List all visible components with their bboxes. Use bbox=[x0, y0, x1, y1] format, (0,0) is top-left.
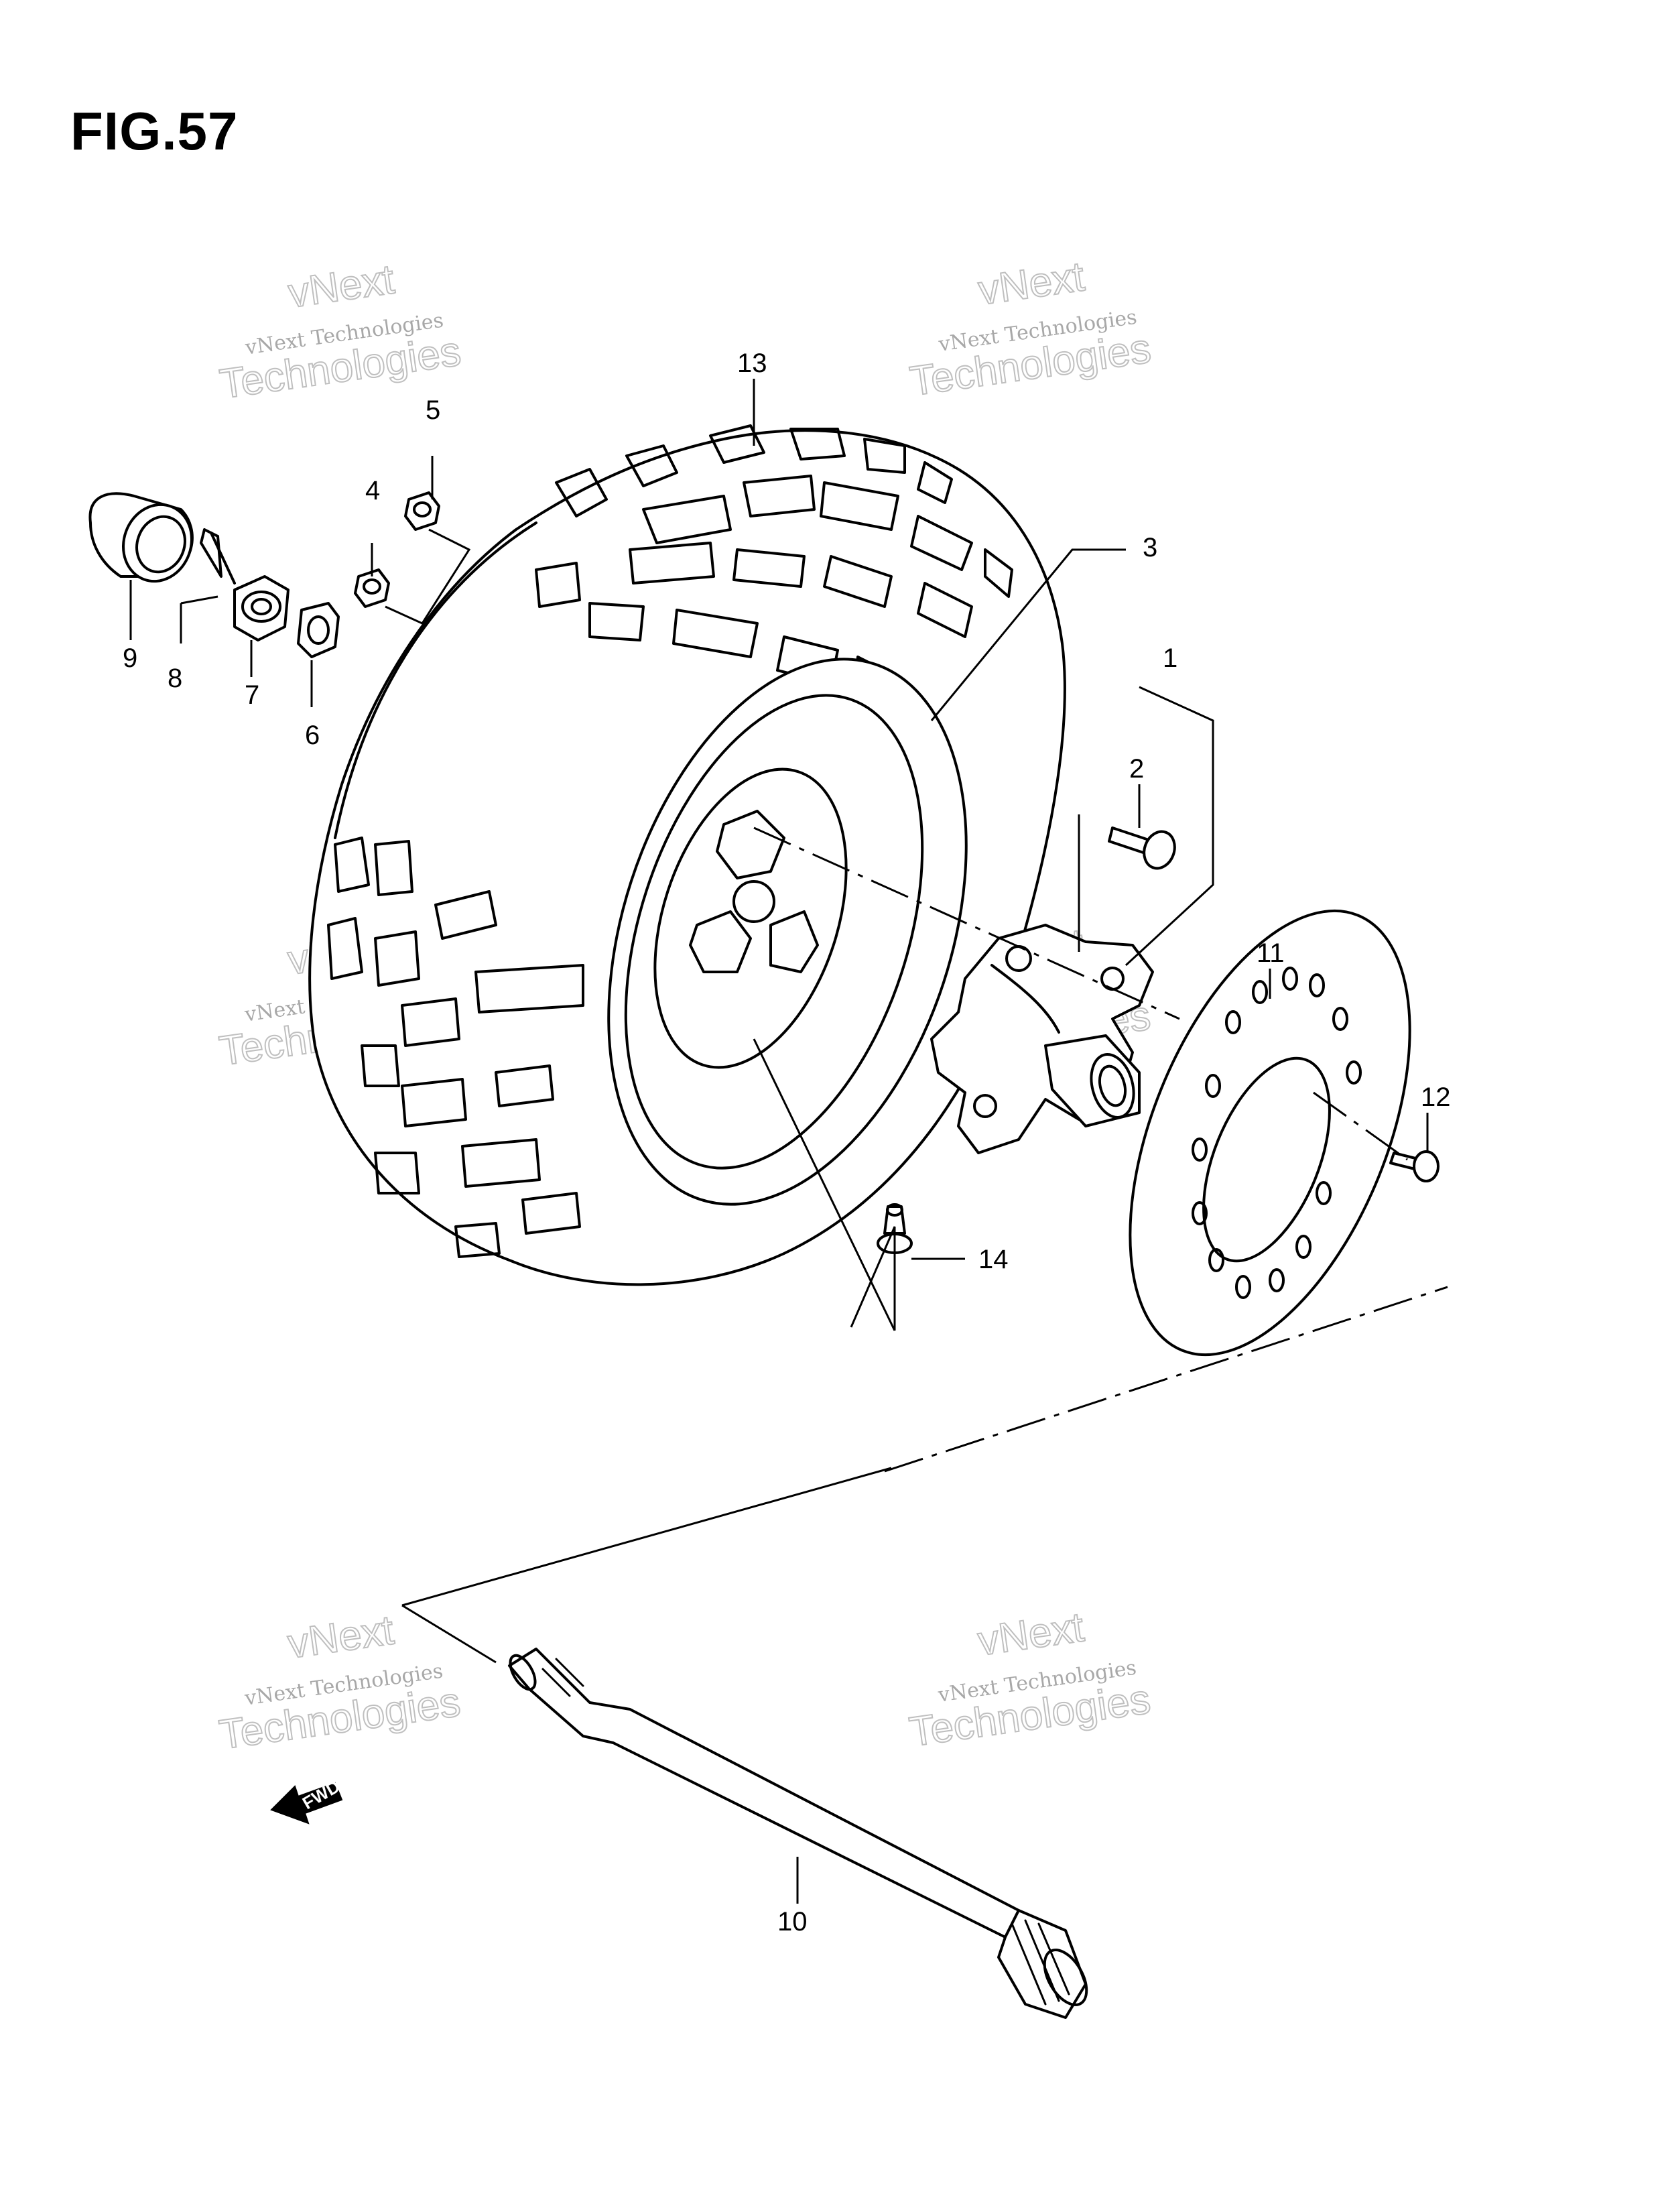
watermark: vNext Technologies Technologies vNext bbox=[216, 1606, 464, 1759]
disc-holes bbox=[1192, 967, 1362, 1299]
leader-lines bbox=[129, 379, 1448, 1904]
callout-8: 8 bbox=[168, 664, 182, 693]
wheel-rim bbox=[607, 658, 968, 1206]
svg-text:vNext: vNext bbox=[975, 1604, 1087, 1664]
callout-3: 3 bbox=[1143, 533, 1157, 562]
callout-7: 7 bbox=[245, 680, 259, 710]
tire bbox=[308, 424, 1066, 1286]
watermark: vNext Technologies Technologies vNext bbox=[216, 255, 464, 408]
watermark: vNext Technologies Technologies vNext bbox=[906, 1603, 1154, 1756]
callout-1: 1 bbox=[1163, 643, 1177, 673]
axle-shaft bbox=[508, 1648, 1088, 2019]
brake-disc bbox=[1129, 909, 1411, 1357]
hub-bolt bbox=[1108, 826, 1176, 870]
callout-14: 14 bbox=[978, 1245, 1009, 1274]
wheel-nut bbox=[354, 568, 390, 608]
disc-bolt bbox=[1389, 1150, 1440, 1182]
callout-12: 12 bbox=[1421, 1083, 1451, 1112]
svg-text:vNext: vNext bbox=[285, 1607, 397, 1667]
callout-4: 4 bbox=[365, 476, 380, 505]
castle-nut bbox=[233, 575, 290, 641]
washer bbox=[297, 602, 340, 658]
watermark: vNext Technologies Technologies vNext bbox=[907, 253, 1155, 406]
callout-10: 10 bbox=[777, 1907, 808, 1937]
callout-2: 2 bbox=[1129, 754, 1144, 784]
callout-5: 5 bbox=[426, 395, 440, 425]
callout-9: 9 bbox=[123, 643, 137, 673]
fwd-arrow: FWD bbox=[270, 1776, 343, 1825]
callout-numbers: 1 2 3 4 5 6 7 8 9 10 11 12 13 14 bbox=[123, 349, 1451, 1937]
cotter-pin bbox=[200, 528, 236, 585]
callout-6: 6 bbox=[305, 721, 320, 750]
figure-title: FIG.57 bbox=[70, 101, 239, 161]
wheel-nut-top bbox=[404, 491, 440, 531]
hub-cap bbox=[88, 492, 194, 583]
svg-text:vNext: vNext bbox=[285, 256, 397, 316]
callout-13: 13 bbox=[737, 349, 767, 378]
svg-text:vNext: vNext bbox=[976, 253, 1088, 314]
callout-11: 11 bbox=[1257, 938, 1285, 968]
